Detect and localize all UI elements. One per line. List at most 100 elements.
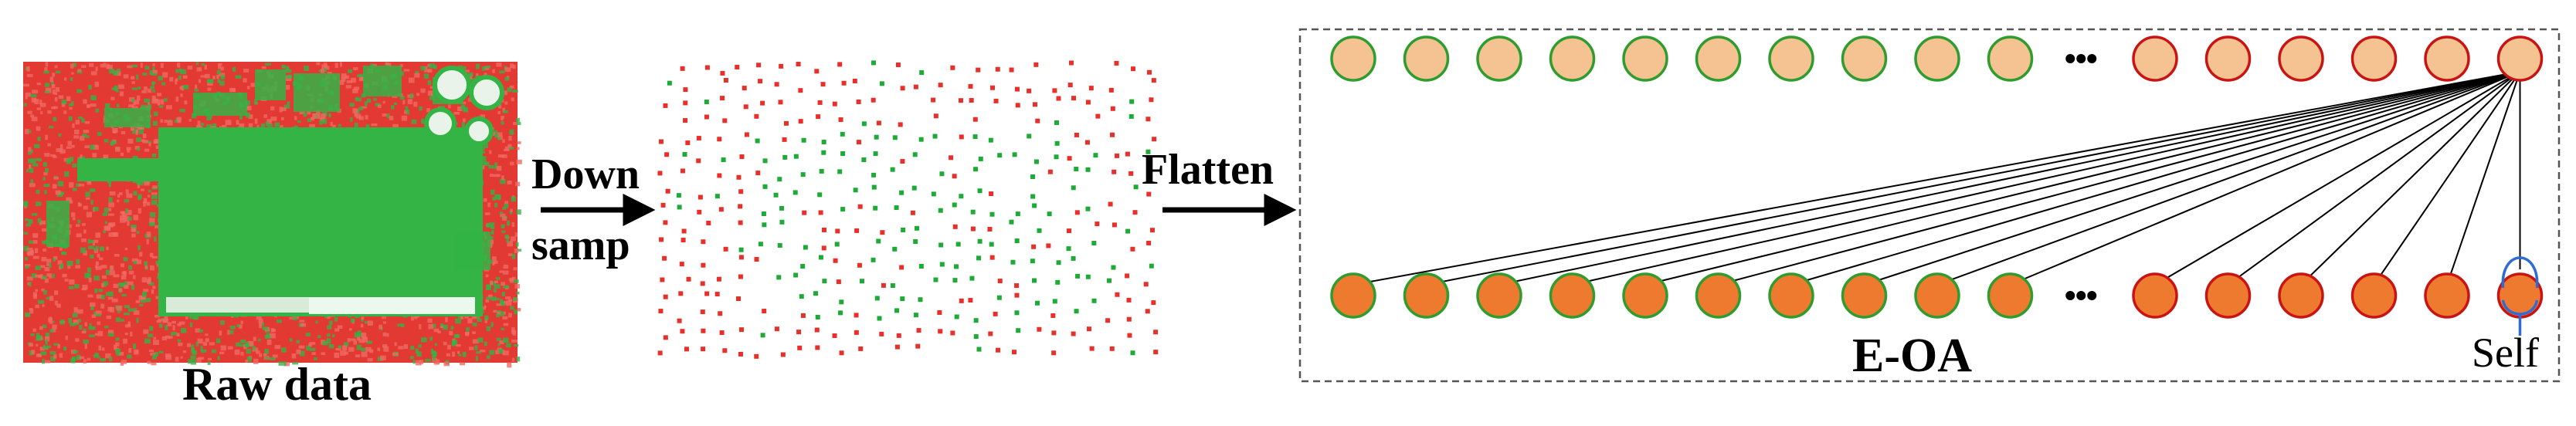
raw-speckle bbox=[59, 319, 65, 325]
raw-speckle bbox=[82, 284, 88, 290]
raw-speckle bbox=[158, 76, 163, 81]
sampled-point bbox=[959, 298, 964, 303]
raw-speckle bbox=[490, 225, 495, 229]
raw-speckle bbox=[496, 337, 501, 341]
sampled-point bbox=[1067, 83, 1073, 88]
sampled-point bbox=[952, 202, 957, 208]
raw-speckle bbox=[408, 77, 415, 83]
raw-speckle bbox=[119, 192, 123, 195]
sampled-point bbox=[736, 296, 742, 302]
sampled-point bbox=[816, 114, 821, 120]
raw-speckle bbox=[428, 324, 433, 330]
raw-speckle bbox=[83, 339, 89, 344]
raw-speckle bbox=[420, 66, 426, 71]
raw-speckle bbox=[175, 79, 178, 85]
raw-speckle bbox=[394, 342, 397, 347]
raw-speckle bbox=[34, 248, 39, 253]
raw-speckle bbox=[462, 118, 466, 123]
raw-speckle bbox=[127, 138, 134, 144]
sampled-point bbox=[1051, 350, 1057, 356]
sampled-point bbox=[717, 173, 722, 178]
raw-speckle bbox=[494, 194, 501, 200]
raw-speckle bbox=[234, 349, 240, 355]
raw-speckle bbox=[113, 283, 119, 288]
sampled-point bbox=[1031, 244, 1037, 249]
sampled-point bbox=[1149, 97, 1154, 103]
raw-speckle bbox=[100, 303, 105, 309]
sampled-point bbox=[916, 328, 921, 333]
raw-speckle bbox=[501, 117, 504, 120]
raw-speckle bbox=[285, 69, 292, 73]
raw-speckle bbox=[62, 273, 67, 278]
sampled-point bbox=[701, 347, 706, 352]
raw-speckle bbox=[58, 133, 62, 137]
raw-speckle bbox=[151, 255, 158, 259]
raw-speckle bbox=[78, 319, 82, 323]
key-node bbox=[1841, 272, 1888, 319]
raw-speckle bbox=[480, 156, 487, 160]
sampled-point bbox=[814, 69, 820, 74]
raw-speckle bbox=[86, 211, 93, 218]
raw-speckle bbox=[81, 65, 87, 68]
raw-speckle bbox=[28, 151, 32, 155]
sampled-point bbox=[1035, 118, 1040, 123]
raw-speckle bbox=[44, 90, 50, 93]
raw-speckle bbox=[29, 164, 32, 170]
raw-speckle bbox=[476, 73, 479, 76]
sampled-point bbox=[993, 311, 998, 316]
raw-speckle bbox=[153, 140, 159, 144]
raw-speckle bbox=[436, 359, 440, 364]
raw-speckle bbox=[489, 350, 495, 355]
raw-speckle bbox=[142, 73, 148, 76]
raw-speckle bbox=[137, 245, 141, 251]
raw-speckle bbox=[486, 296, 491, 300]
sampled-point bbox=[977, 188, 983, 194]
raw-speckle bbox=[517, 248, 522, 252]
raw-speckle bbox=[76, 89, 83, 93]
sampled-point bbox=[857, 204, 863, 209]
sampled-point bbox=[990, 85, 996, 90]
raw-speckle bbox=[69, 279, 75, 285]
raw-speckle bbox=[516, 357, 521, 362]
sampled-point bbox=[1108, 87, 1114, 93]
raw-feature bbox=[456, 232, 490, 270]
raw-speckle bbox=[104, 326, 109, 329]
sampled-point bbox=[714, 292, 720, 297]
sampled-point bbox=[660, 202, 666, 208]
raw-speckle bbox=[492, 69, 495, 73]
sampled-point bbox=[1054, 140, 1060, 146]
raw-speckle bbox=[90, 103, 97, 107]
raw-speckle bbox=[464, 314, 469, 319]
raw-speckle bbox=[120, 275, 127, 280]
raw-speckle bbox=[109, 270, 115, 276]
raw-speckle bbox=[348, 328, 352, 331]
raw-speckle bbox=[124, 216, 130, 221]
sampled-point bbox=[857, 262, 862, 268]
raw-speckle bbox=[116, 306, 123, 311]
raw-speckle bbox=[81, 288, 87, 291]
raw-speckle bbox=[256, 125, 260, 128]
raw-speckle bbox=[253, 336, 256, 341]
raw-speckle bbox=[460, 104, 466, 110]
ellipsis-dot bbox=[2087, 291, 2097, 300]
raw-speckle bbox=[35, 201, 42, 206]
query-node bbox=[2278, 36, 2324, 82]
sampled-point bbox=[701, 262, 706, 268]
raw-speckle bbox=[91, 314, 96, 318]
raw-speckle bbox=[30, 114, 35, 117]
raw-speckle bbox=[50, 356, 56, 362]
raw-speckle bbox=[412, 360, 416, 364]
sampled-point bbox=[871, 97, 876, 103]
ellipsis-dot bbox=[2065, 54, 2075, 63]
sampled-point bbox=[1066, 228, 1071, 234]
sampled-point bbox=[761, 211, 766, 217]
sampled-point bbox=[762, 309, 767, 314]
raw-speckle bbox=[497, 343, 501, 347]
raw-speckle bbox=[140, 63, 143, 68]
raw-speckle bbox=[30, 333, 35, 336]
raw-speckle bbox=[508, 147, 514, 150]
raw-speckle bbox=[60, 144, 63, 150]
raw-speckle bbox=[274, 122, 280, 127]
raw-speckle bbox=[353, 340, 358, 345]
sampled-point bbox=[762, 184, 768, 189]
